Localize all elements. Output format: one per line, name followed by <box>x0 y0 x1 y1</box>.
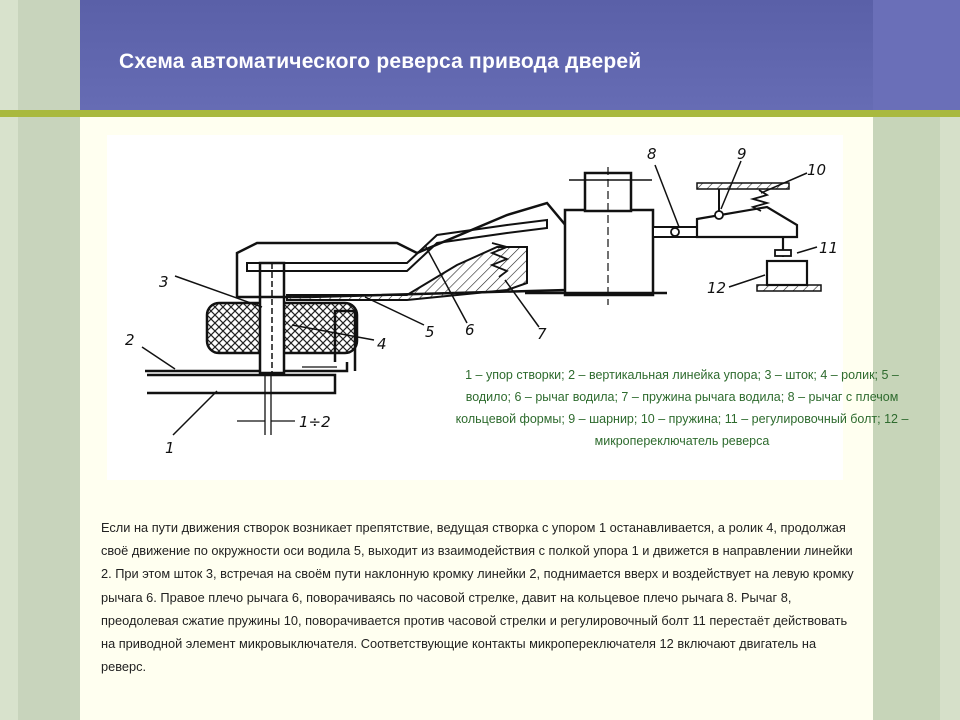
slide-title: Схема автоматического реверса привода дв… <box>119 50 642 73</box>
right-margin-stripe <box>940 0 960 720</box>
lever-spring-10 <box>749 189 771 212</box>
top-plate <box>246 218 548 272</box>
label-8: 8 <box>647 145 657 163</box>
label-10: 10 <box>807 161 826 179</box>
door-reverse-diagram: 1 2 3 4 5 6 7 8 9 10 11 12 1÷2 <box>107 135 843 480</box>
description-paragraph: Если на пути движения створок возникает … <box>101 520 854 675</box>
hinge-ground <box>696 182 790 190</box>
stop-bracket <box>145 309 357 373</box>
label-9: 9 <box>737 145 747 163</box>
figure-caption: 1 – упор створки; 2 – вертикальная линей… <box>455 368 909 448</box>
carrier-lever <box>286 246 528 301</box>
ruler-bar <box>147 373 337 395</box>
label-3: 3 <box>159 273 169 291</box>
label-4: 4 <box>377 335 387 353</box>
title-bar <box>80 0 873 110</box>
lever-arm <box>695 205 799 239</box>
label-2: 2 <box>125 331 135 349</box>
title-bar-right <box>873 0 960 110</box>
label-1: 1 <box>165 439 175 457</box>
label-12: 12 <box>707 279 726 297</box>
label-6: 6 <box>465 321 475 339</box>
label-11: 11 <box>819 239 838 257</box>
label-gap: 1÷2 <box>299 413 331 431</box>
left-margin-stripe <box>0 0 18 720</box>
label-7: 7 <box>537 325 547 343</box>
accent-bar <box>0 110 960 117</box>
microswitch <box>765 259 809 287</box>
lever-spring <box>489 242 510 278</box>
drive-housing <box>563 208 655 297</box>
label-5: 5 <box>425 323 435 341</box>
